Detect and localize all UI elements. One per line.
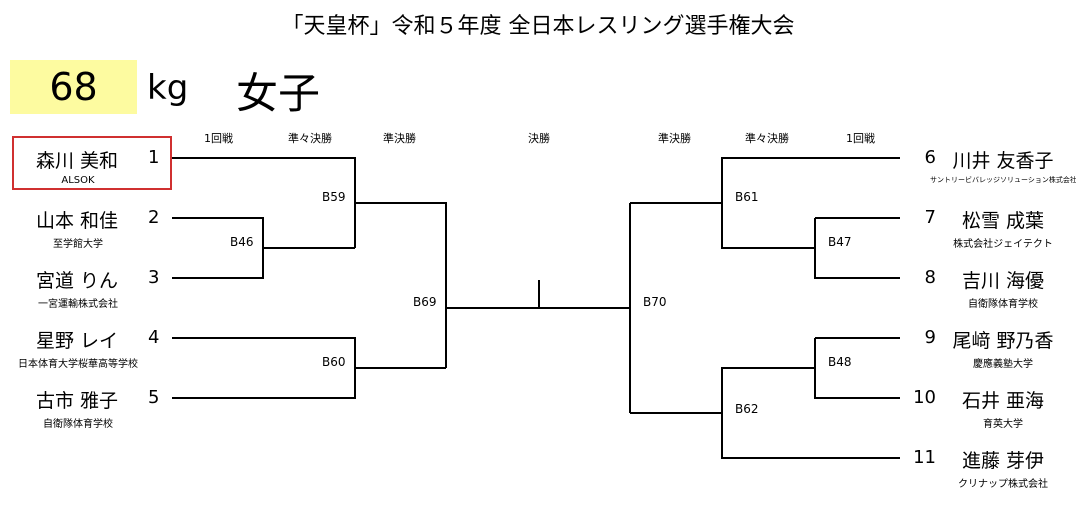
player-number: 8 [924,267,936,288]
player-name: 吉川 海優 [961,270,1045,292]
player-affiliation: 至学館大学 [53,239,103,250]
player-name: 松雪 成葉 [961,210,1045,232]
bout-label: B61 [735,190,759,204]
weight-class: 68 [49,65,98,109]
player-name: 川井 友香子 [952,150,1054,172]
player-affiliation: クリナップ株式会社 [958,479,1048,490]
bracket-line-b47 [814,217,900,279]
round-label-right-2: 準々決勝 [745,132,789,145]
player-number: 10 [913,387,936,408]
bracket-line-b61 [630,157,900,204]
player-number: 11 [913,447,936,468]
bout-label: B59 [322,190,346,204]
weight-unit: kg [147,68,189,108]
player-number: 5 [148,387,160,408]
bout-label: B62 [735,402,759,416]
selected-player-highlight [12,136,172,190]
player-affiliation: 自衛隊体育学校 [968,299,1038,310]
player-number: 6 [924,147,936,168]
bout-label: B47 [828,235,852,249]
player-number: 3 [148,267,160,288]
round-label-final: 決勝 [528,132,550,145]
bracket-line-b62 [630,367,815,414]
round-label-right-1: 1回戦 [846,132,875,145]
round-label-right-3: 準決勝 [658,132,691,145]
bout-label: B70 [643,295,667,309]
player-name: 石井 亜海 [961,390,1045,412]
player-number: 1 [148,147,160,168]
bracket-line-b48 [814,337,900,399]
player-name: 尾﨑 野乃香 [952,330,1054,352]
player-affiliation: 株式会社ジェイテクト [953,239,1053,250]
player-name: 古市 雅子 [35,390,119,412]
bracket-line-b62-low [721,413,900,459]
page-title: 「天皇杯」令和５年度 全日本レスリング選手権大会 [281,14,795,39]
player-affiliation: ALSOK [61,175,95,186]
bracket-line-b59-out [355,202,447,368]
player-name: 山本 和佳 [35,210,119,232]
bout-label: B60 [322,355,346,369]
player-affiliation: 日本体育大学桜華高等学校 [18,359,138,370]
player-name: 宮道 りん [35,270,119,292]
player-number: 7 [924,207,936,228]
player-name: 進藤 芽伊 [961,450,1045,472]
bout-label: B48 [828,355,852,369]
player-name: 森川 美和 [35,150,119,172]
bracket-line-b61-low [721,203,815,249]
player-number: 2 [148,207,160,228]
player-affiliation: 自衛隊体育学校 [43,419,113,430]
bout-label: B69 [413,295,437,309]
player-number: 4 [148,327,160,348]
player-affiliation: 育英大学 [983,419,1023,430]
bracket-line-p1 [172,157,356,248]
player-affiliation: サントリービバレッジソリューション株式会社 [930,176,1076,184]
bout-label: B46 [230,235,254,249]
round-label-left-1: 1回戦 [204,132,233,145]
player-affiliation: 慶應義塾大学 [973,359,1033,370]
round-label-left-2: 準々決勝 [288,132,332,145]
category-label: 女子 [236,69,321,118]
player-name: 星野 レイ [35,330,119,352]
weight-highlight-box [10,60,137,114]
player-number: 9 [924,327,936,348]
round-label-left-3: 準決勝 [383,132,416,145]
player-affiliation: 一宮運輸株式会社 [38,299,118,310]
